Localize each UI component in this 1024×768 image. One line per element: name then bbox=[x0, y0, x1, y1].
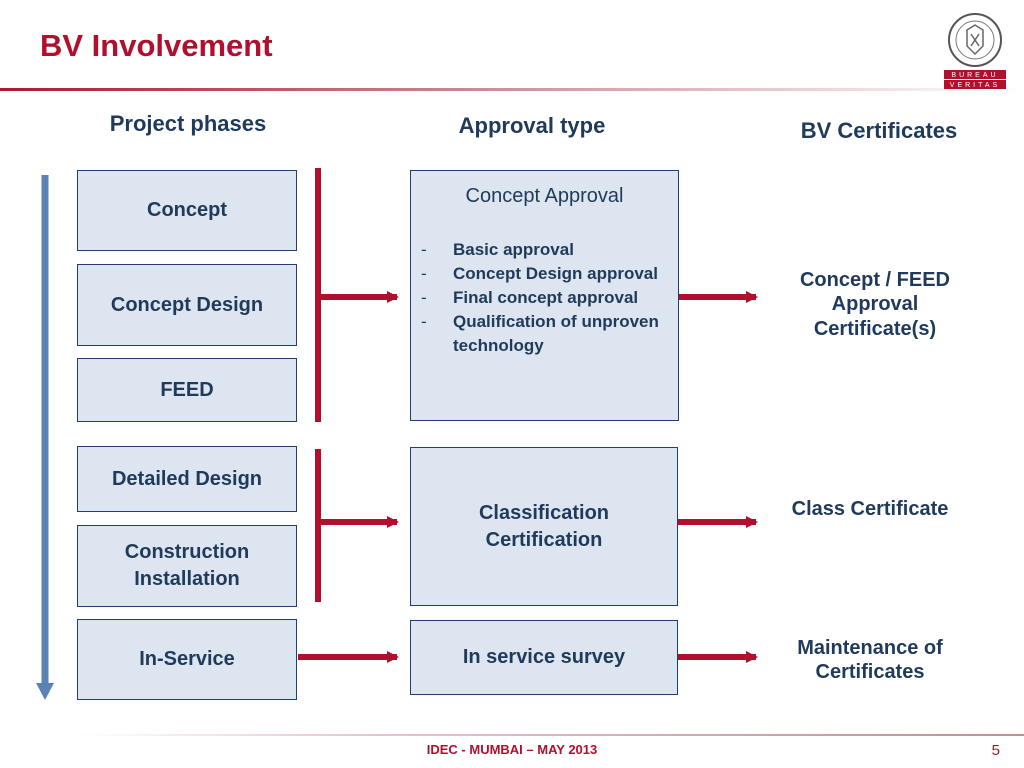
header-approval-type: Approval type bbox=[458, 113, 606, 138]
list-item: -Basic approval bbox=[421, 240, 574, 259]
approval-in-service-box: In service survey bbox=[410, 620, 678, 695]
approval-classification-label: Classification Certification bbox=[478, 501, 610, 551]
phase-label: In-Service bbox=[139, 648, 235, 670]
phase-in-service: In-Service bbox=[77, 619, 297, 700]
approval-classification-box: Classification Certification bbox=[410, 447, 678, 606]
phase-label: Detailed Design bbox=[111, 467, 263, 490]
cert-class: Class Certificate bbox=[791, 498, 949, 520]
phase-label: FEED bbox=[160, 378, 214, 401]
timeline-arrow bbox=[36, 175, 54, 700]
phase-construction-installation: Construction Installation bbox=[77, 525, 297, 607]
list-item: -Concept Design approval bbox=[421, 264, 658, 283]
approval-in-service-label: In service survey bbox=[462, 646, 626, 668]
cert-concept-feed: Concept / FEED Approval Certificate(s) bbox=[799, 269, 950, 340]
phase-detailed-design: Detailed Design bbox=[77, 446, 297, 512]
phase-feed: FEED bbox=[77, 358, 297, 422]
bracket-concept-group bbox=[315, 168, 399, 422]
cert-maintenance: Maintenance of Certificates bbox=[797, 637, 943, 684]
phase-concept-design: Concept Design bbox=[77, 264, 297, 346]
slide-title: BV Involvement bbox=[40, 28, 273, 63]
footer-divider bbox=[78, 734, 1024, 736]
bureau-veritas-logo: BUREAU VERITAS bbox=[944, 13, 1006, 89]
phase-label: Concept Design bbox=[110, 293, 264, 316]
header-bv-certificates: BV Certificates bbox=[800, 118, 958, 143]
phase-label: Construction Installation bbox=[124, 541, 250, 590]
bracket-detail-group bbox=[315, 449, 399, 602]
phase-concept: Concept bbox=[77, 170, 297, 251]
list-item: -Final concept approval bbox=[421, 288, 639, 307]
approval-concept-list: -Basic approval -Concept Design approval… bbox=[421, 238, 676, 358]
header-project-phases: Project phases bbox=[109, 111, 267, 136]
title-divider bbox=[0, 88, 1024, 91]
phase-label: Concept bbox=[147, 199, 227, 221]
approval-concept-box: Concept Approval -Basic approval -Concep… bbox=[410, 170, 679, 421]
list-item: -Qualification of unproven technology bbox=[421, 312, 659, 355]
approval-concept-title: Concept Approval bbox=[465, 185, 624, 207]
footer-text: IDEC - MUMBAI – MAY 2013 bbox=[426, 742, 598, 757]
svg-text:VERITAS: VERITAS bbox=[950, 82, 1000, 89]
svg-text:BUREAU: BUREAU bbox=[951, 72, 998, 79]
page-number: 5 bbox=[991, 742, 1000, 759]
